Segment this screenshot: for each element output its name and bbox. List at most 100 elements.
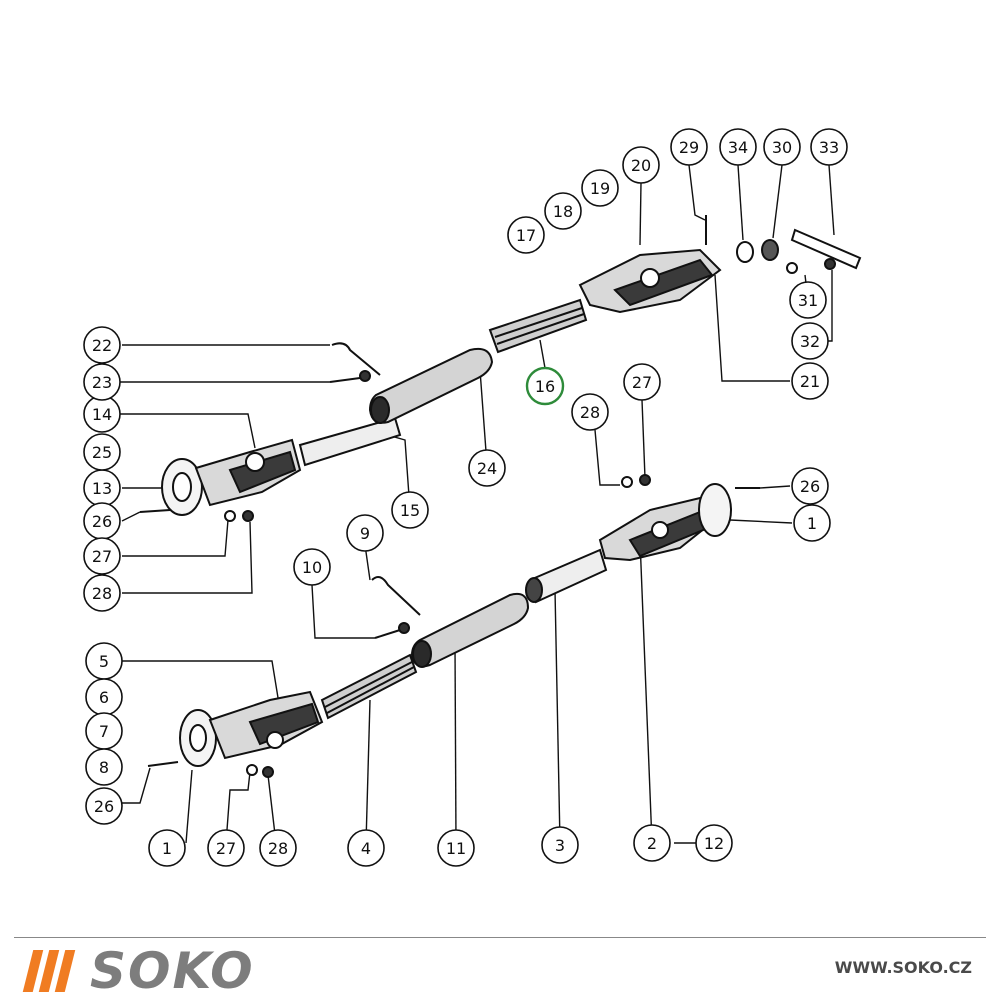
callout-circle — [293, 548, 331, 586]
callout-number: 27 — [92, 547, 112, 566]
clip-22 — [331, 342, 381, 376]
callout-circle — [85, 748, 123, 786]
soko-logo: SOKO — [22, 942, 255, 1000]
lower-right-flange — [698, 483, 732, 537]
callout-l27a: 27 — [83, 537, 121, 575]
callout-number: 29 — [679, 138, 699, 157]
leader-28-upper — [122, 521, 253, 594]
callout-number: 4 — [361, 839, 371, 858]
callout-number: 20 — [631, 156, 651, 175]
callout-number: 18 — [553, 202, 573, 221]
callout-l1a: 1 — [148, 829, 186, 867]
upper-shaft-assembly — [161, 215, 862, 516]
callout-l34: 34 — [719, 128, 757, 166]
upper-guard-tube — [368, 347, 494, 424]
callout-circle — [793, 504, 831, 542]
callout-circle — [622, 146, 660, 184]
leader-10 — [311, 584, 375, 639]
callout-l9: 9 — [346, 514, 384, 552]
logo-text: SOKO — [90, 942, 255, 1000]
callout-number: 24 — [477, 459, 497, 478]
callout-number: 16 — [535, 377, 555, 396]
callout-circle — [507, 216, 545, 254]
callout-number: 27 — [216, 839, 236, 858]
callout-l27c: 27 — [623, 363, 661, 401]
callout-l3: 3 — [541, 826, 579, 864]
callout-circle — [468, 449, 506, 487]
callout-l28a: 28 — [83, 574, 121, 612]
upper-profile-shaft — [488, 298, 588, 354]
logo-stripe — [54, 950, 76, 992]
callout-circle — [571, 393, 609, 431]
nut-30 — [761, 239, 779, 261]
callout-number: 32 — [800, 332, 820, 351]
callout-number: 25 — [92, 443, 112, 462]
callout-circle — [541, 826, 579, 864]
leader-1-lower — [185, 769, 193, 844]
leader-34 — [737, 164, 744, 241]
callout-number: 21 — [800, 372, 820, 391]
callout-l24: 24 — [468, 449, 506, 487]
callout-number: 1 — [807, 514, 817, 533]
callout-l26b: 26 — [85, 787, 123, 825]
callout-circle — [633, 824, 671, 862]
callout-l7: 7 — [85, 712, 123, 750]
leader-4 — [365, 699, 371, 844]
footer: SOKO WWW.SOKO.CZ — [0, 930, 1000, 1000]
lower-shaft-assembly — [139, 474, 760, 778]
washer-34 — [736, 241, 754, 263]
callout-l28c: 28 — [571, 393, 609, 431]
leader-16 — [539, 339, 546, 369]
callout-l30: 30 — [763, 128, 801, 166]
clip-9 — [371, 575, 421, 616]
leader-20 — [639, 182, 642, 246]
callout-number: 30 — [772, 138, 792, 157]
nut-27-lower — [246, 764, 258, 776]
nut-27-upper — [224, 510, 236, 522]
bolt-26-upper — [139, 509, 171, 513]
callout-number: 6 — [99, 688, 109, 707]
callout-l28b: 28 — [259, 829, 297, 867]
callout-circle — [148, 829, 186, 867]
upper-inner-tube — [298, 416, 402, 467]
callout-number: 26 — [92, 512, 112, 531]
callout-circle — [719, 128, 757, 166]
callout-number: 33 — [819, 138, 839, 157]
callout-l4: 4 — [347, 829, 385, 867]
leader-30 — [772, 164, 783, 239]
callout-l25: 25 — [83, 433, 121, 471]
leader-26-upper — [121, 511, 141, 522]
callout-circle — [83, 574, 121, 612]
leader-29 — [688, 164, 706, 221]
leader-26-right — [759, 485, 791, 489]
callout-l31: 31 — [789, 281, 827, 319]
callout-circle — [525, 366, 565, 406]
nut-28-lower — [262, 766, 274, 778]
nut-28-upper — [242, 510, 254, 522]
callout-l13: 13 — [83, 469, 121, 507]
callout-number: 5 — [99, 652, 109, 671]
callout-circle — [789, 281, 827, 319]
leader-5 — [122, 660, 281, 711]
callout-number: 15 — [400, 501, 420, 520]
callout-l14: 14 — [83, 395, 121, 433]
callout-l16: 16 — [525, 366, 565, 406]
callout-number: 9 — [360, 524, 370, 543]
logo-stripes-icon — [22, 950, 76, 992]
callout-l8: 8 — [85, 748, 123, 786]
leader-27-upper — [122, 519, 229, 557]
callout-l27b: 27 — [207, 829, 245, 867]
leader-24 — [479, 369, 488, 466]
callout-number: 19 — [590, 179, 610, 198]
callout-l19: 19 — [581, 169, 619, 207]
callout-number: 1 — [162, 839, 172, 858]
callout-number: 34 — [728, 138, 748, 157]
callout-circle — [670, 128, 708, 166]
bolt-31 — [786, 262, 798, 274]
callout-number: 8 — [99, 758, 109, 777]
callout-circle — [544, 192, 582, 230]
callout-circle — [83, 537, 121, 575]
callout-l26a: 26 — [83, 502, 121, 540]
